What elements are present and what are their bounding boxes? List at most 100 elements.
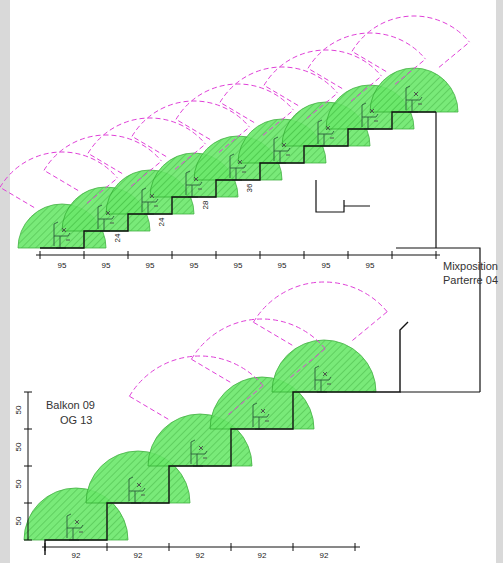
dimension-tick [107,543,108,551]
view-fan-edge [352,51,386,71]
seat-symbol [191,440,207,466]
dimension-tick [128,251,129,259]
view-fan-edge [191,359,230,382]
seat-symbol [54,222,70,248]
view-fan-edge [307,93,338,118]
dimension-value: 92 [71,552,82,560]
view-fan [308,33,425,68]
dimension-value: 92 [257,552,268,560]
view-fan-edge [131,161,162,186]
view-fan-edge [87,178,118,203]
dimension-value: 50 [15,516,23,527]
dimension-value: 95 [321,262,332,270]
view-fan-edge [439,42,470,67]
area-label: Mixposition [443,261,498,272]
dimension-tick [293,543,294,551]
view-fan [264,50,381,85]
view-fan-edge [176,119,210,139]
stepped-floor [45,322,408,555]
dimension-value: 36 [246,183,254,194]
drawing-sheet [10,0,496,563]
seat-symbol [318,120,334,146]
dimension-value: 24 [158,217,166,228]
dimension-tick [24,503,32,504]
view-fan-edge [0,187,34,207]
dimension-value: 28 [202,200,210,211]
seat-symbol [186,171,202,197]
dimension-tick [24,466,32,467]
dimension-tick [304,251,305,259]
structure-line [396,112,480,392]
dimension-tick [260,251,261,259]
view-fan [129,356,263,396]
balcony-section [24,282,480,555]
area-label: Parterre 04 [443,275,498,286]
dimension-tick [40,251,41,259]
view-fan [176,84,293,119]
seat-symbol [142,188,158,214]
dimension-value: 50 [15,405,23,416]
view-fan-edge [308,68,342,88]
view-fan [88,118,205,153]
view-fan-edge [352,312,387,341]
dimension-value: 95 [365,262,376,270]
dimension-tick [172,251,173,259]
dimension-tick [24,392,32,393]
dimension-tick [436,251,437,259]
dimension-tick [24,540,32,541]
seat-symbol [274,137,290,163]
dimension-tick [216,251,217,259]
dimension-value: 50 [15,442,23,453]
dimension-value: 92 [319,552,330,560]
stepped-floor [40,112,436,248]
dimension-line [42,547,360,548]
view-fan-edge [132,136,166,156]
dimension-value: 95 [233,262,244,270]
dimension-value: 95 [57,262,68,270]
view-fan-edge [351,76,382,101]
view-fan [0,152,117,187]
area-label: OG 13 [60,415,92,426]
dimension-tick [355,543,356,551]
seat-symbol [98,205,114,231]
view-fan-edge [263,110,294,135]
view-fan-edge [290,349,325,378]
dimension-value: 95 [189,262,200,270]
view-fan-edge [129,396,168,419]
seat-symbol [315,366,331,392]
view-fan [352,16,469,51]
view-fan-edge [88,153,122,173]
seat-symbol [129,477,145,503]
dimension-tick [24,429,32,430]
dimension-tick [84,251,85,259]
dimension-value: 95 [101,262,112,270]
structure-line [400,392,480,393]
sightline-dome [370,68,458,112]
dimension-tick [231,543,232,551]
dimension-value: 92 [133,552,144,560]
view-fan-edge [228,386,263,415]
seat-symbol [230,154,246,180]
dimension-value: 92 [195,552,206,560]
dimension-value: 95 [277,262,288,270]
view-fan-edge [264,85,298,105]
dimension-tick [348,251,349,259]
dimension-tick [392,251,393,259]
dimension-value: 95 [145,262,156,270]
parterre-section [0,16,480,392]
view-fan [191,319,325,359]
view-fan [220,67,337,102]
seat-symbol [67,514,83,540]
view-fan-edge [253,322,292,345]
seat-symbol [406,86,422,112]
dimension-tick [45,543,46,551]
view-fan-edge [395,59,426,84]
view-fan [132,101,249,136]
view-fan [44,135,161,170]
view-fan-edge [44,170,78,190]
dimension-value: 50 [15,479,23,490]
view-fan [253,282,387,322]
view-fan-edge [175,144,206,169]
view-fan-edge [220,102,254,122]
